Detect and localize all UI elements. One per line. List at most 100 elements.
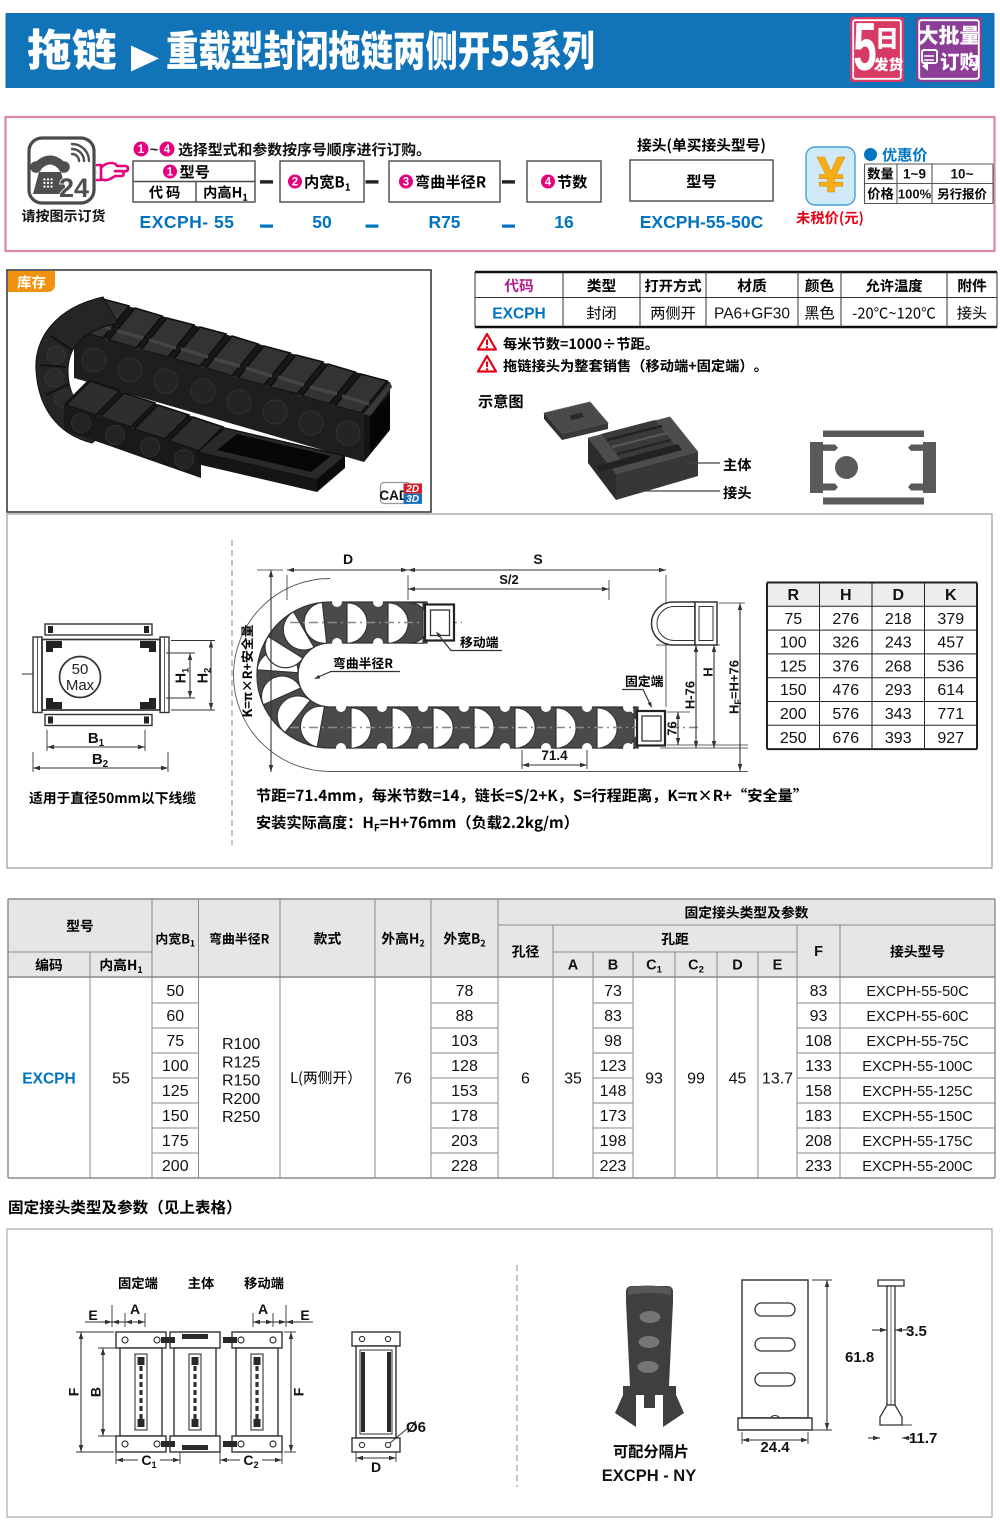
svg-text:R250: R250 [222, 1109, 260, 1126]
svg-text:R200: R200 [222, 1091, 260, 1108]
svg-text:A: A [130, 1301, 140, 1317]
svg-text:R: R [787, 587, 799, 604]
svg-text:R75: R75 [428, 212, 460, 232]
svg-text:¥: ¥ [817, 147, 845, 203]
svg-text:198: 198 [600, 1133, 627, 1150]
svg-text:103: 103 [451, 1033, 478, 1050]
svg-text:13.7: 13.7 [762, 1071, 793, 1088]
svg-text:F: F [291, 1387, 307, 1396]
svg-text:B: B [608, 958, 618, 974]
svg-text:6: 6 [521, 1071, 530, 1088]
svg-text:476: 476 [832, 682, 859, 699]
svg-text:276: 276 [832, 611, 859, 628]
svg-text:76: 76 [665, 721, 680, 735]
svg-text:A: A [568, 958, 579, 974]
svg-text:153: 153 [451, 1083, 478, 1100]
svg-text:E: E [88, 1307, 97, 1323]
svg-text:178: 178 [451, 1108, 478, 1125]
svg-text:D: D [732, 958, 742, 974]
svg-text:EXCPH- 55: EXCPH- 55 [140, 212, 235, 232]
svg-text:100: 100 [162, 1058, 189, 1075]
svg-text:457: 457 [937, 635, 964, 652]
svg-text:99: 99 [687, 1071, 705, 1088]
svg-text:EXCPH-55-50C: EXCPH-55-50C [866, 984, 968, 1000]
svg-text:150: 150 [162, 1108, 189, 1125]
svg-text:50: 50 [312, 212, 332, 232]
svg-text:3.5: 3.5 [906, 1323, 927, 1340]
svg-text:83: 83 [604, 1008, 622, 1025]
svg-text:Max: Max [66, 677, 95, 694]
svg-text:50: 50 [72, 661, 89, 678]
svg-text:150: 150 [780, 682, 807, 699]
svg-text:5: 5 [853, 9, 876, 85]
svg-text:1: 1 [138, 144, 145, 156]
svg-text:B: B [88, 1387, 104, 1397]
svg-text:2: 2 [292, 177, 298, 189]
svg-text:EXCPH-55-200C: EXCPH-55-200C [862, 1159, 972, 1175]
svg-text:R125: R125 [222, 1054, 260, 1071]
svg-text:EXCPH: EXCPH [22, 1071, 75, 1088]
svg-text:3D: 3D [406, 494, 419, 505]
svg-text:343: 343 [885, 706, 912, 723]
svg-text:208: 208 [805, 1133, 832, 1150]
svg-text:D: D [892, 587, 904, 604]
svg-text:93: 93 [645, 1071, 663, 1088]
svg-text:1: 1 [167, 167, 174, 179]
svg-text:78: 78 [456, 983, 474, 1000]
svg-text:200: 200 [162, 1158, 189, 1175]
svg-text:16: 16 [554, 212, 574, 232]
svg-text:EXCPH-55-150C: EXCPH-55-150C [862, 1109, 972, 1125]
svg-text:D: D [371, 1459, 381, 1475]
svg-text:55: 55 [112, 1071, 130, 1088]
svg-text:536: 536 [937, 658, 964, 675]
svg-text:D: D [343, 551, 353, 567]
svg-text:S/2: S/2 [499, 572, 519, 587]
svg-text:35: 35 [564, 1071, 582, 1088]
svg-text:676: 676 [832, 730, 859, 747]
svg-text:2D: 2D [405, 484, 419, 495]
svg-text:88: 88 [456, 1008, 474, 1025]
svg-text:E: E [300, 1307, 309, 1323]
svg-text:125: 125 [780, 658, 807, 675]
svg-text:158: 158 [805, 1083, 832, 1100]
svg-text:100%: 100% [898, 187, 932, 202]
svg-text:123: 123 [600, 1058, 627, 1075]
svg-text:HF=H+76: HF=H+76 [727, 660, 744, 714]
svg-text:1~9: 1~9 [903, 167, 926, 182]
svg-text:228: 228 [451, 1158, 478, 1175]
svg-text:61.8: 61.8 [845, 1349, 874, 1366]
svg-text:F: F [814, 944, 823, 960]
svg-text:173: 173 [600, 1108, 627, 1125]
svg-text:125: 125 [162, 1083, 189, 1100]
svg-text:Ø6: Ø6 [406, 1419, 426, 1436]
svg-text:100: 100 [780, 635, 807, 652]
svg-text:93: 93 [810, 1008, 828, 1025]
svg-text:76: 76 [394, 1071, 412, 1088]
svg-text:24.4: 24.4 [760, 1439, 790, 1456]
svg-text:200: 200 [780, 706, 807, 723]
svg-text:E: E [773, 958, 783, 974]
svg-text:83: 83 [810, 983, 828, 1000]
svg-text:S: S [533, 551, 542, 567]
svg-text:268: 268 [885, 658, 912, 675]
svg-text:133: 133 [805, 1058, 832, 1075]
svg-text:A: A [258, 1301, 268, 1317]
svg-text:PA6+GF30: PA6+GF30 [714, 306, 790, 323]
svg-text:771: 771 [937, 706, 964, 723]
svg-text:EXCPH-55-75C: EXCPH-55-75C [866, 1034, 968, 1050]
svg-text:75: 75 [166, 1033, 184, 1050]
svg-text:376: 376 [832, 658, 859, 675]
svg-text:EXCPH - NY: EXCPH - NY [602, 1467, 696, 1485]
svg-text:H-76: H-76 [683, 681, 698, 709]
svg-text:148: 148 [600, 1083, 627, 1100]
svg-text:EXCPH-55-50C: EXCPH-55-50C [640, 212, 764, 232]
svg-text:243: 243 [885, 635, 912, 652]
svg-text:R150: R150 [222, 1073, 260, 1090]
svg-text:576: 576 [832, 706, 859, 723]
svg-text:EXCPH-55-175C: EXCPH-55-175C [862, 1134, 972, 1150]
svg-text:379: 379 [937, 611, 964, 628]
svg-text:175: 175 [162, 1133, 189, 1150]
svg-text:108: 108 [805, 1033, 832, 1050]
svg-text:10~: 10~ [951, 167, 974, 182]
svg-text:393: 393 [885, 730, 912, 747]
